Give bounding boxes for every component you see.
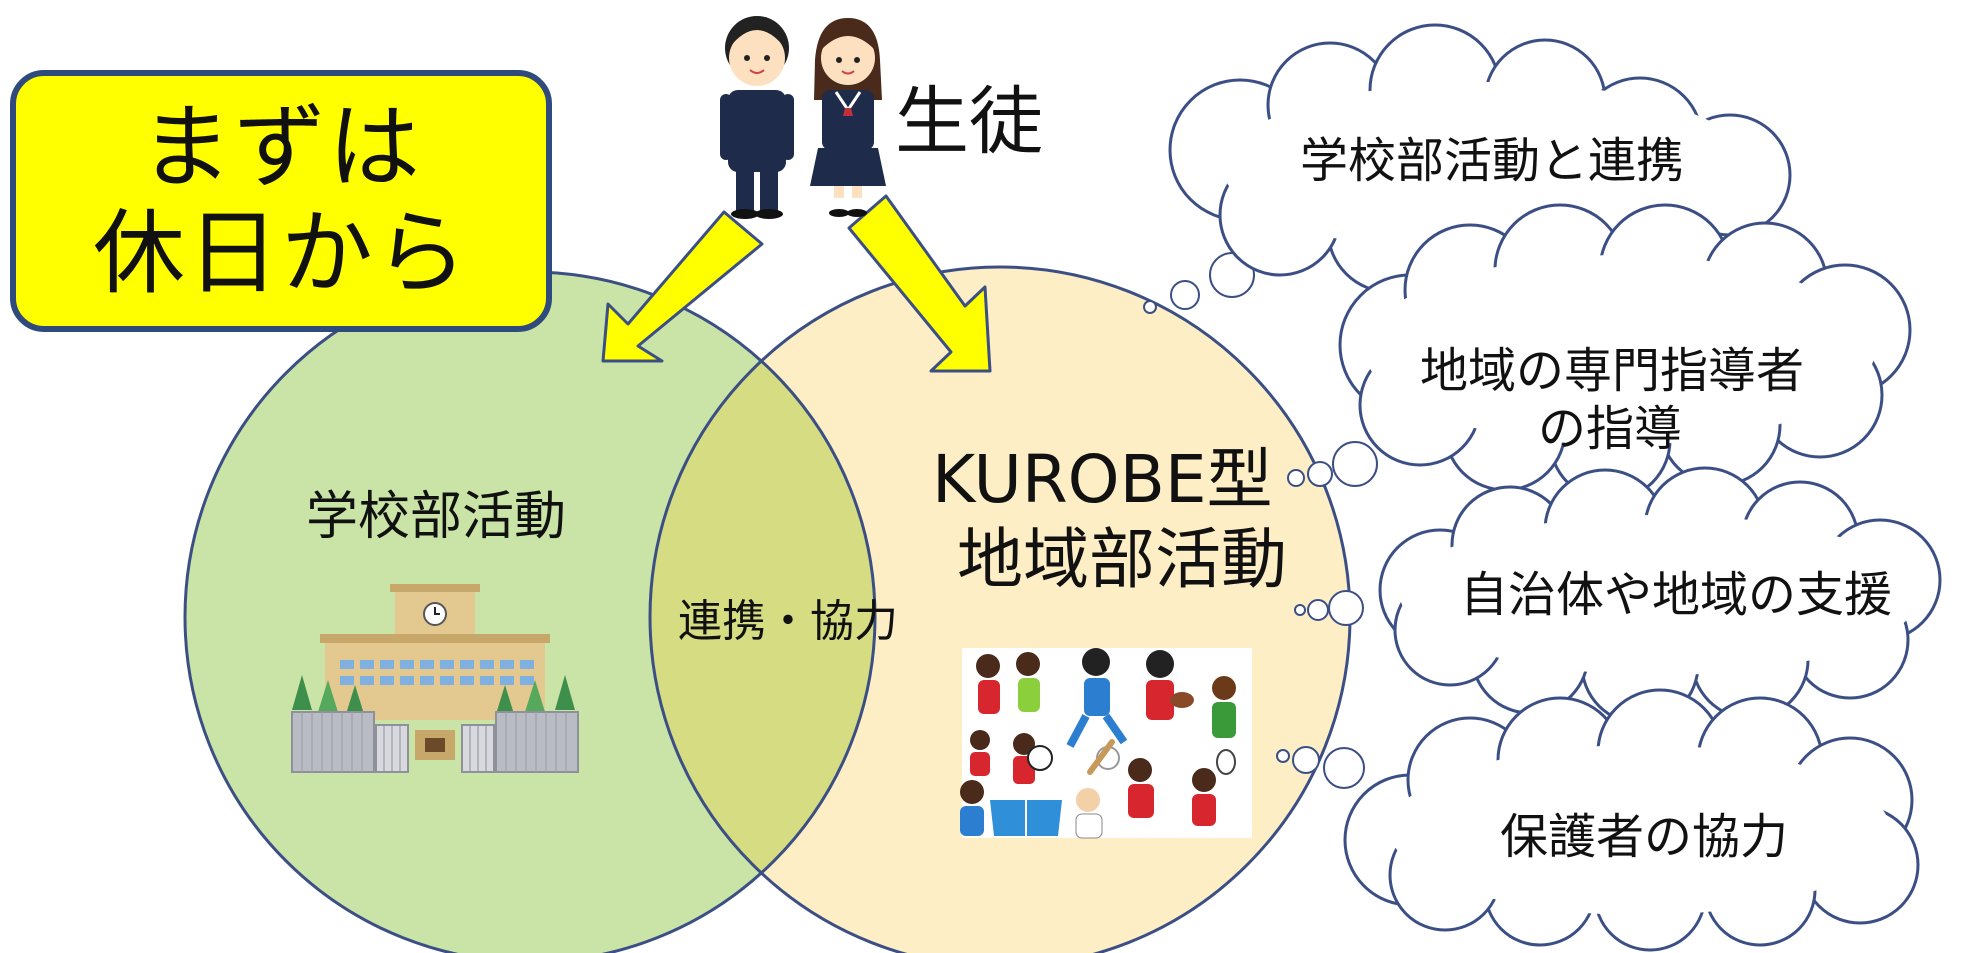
priority-callout: まずは 休日から — [10, 70, 552, 332]
cooperation-label: 連携・協力 — [678, 596, 898, 647]
arrow-to-community — [847, 194, 992, 373]
community-club-label: KUROBE型 地域部活動 — [932, 440, 1287, 600]
priority-line-2: 休日から — [92, 200, 469, 307]
community-club-line-2: 地域部活動 — [957, 521, 1287, 598]
cloud-4-text: 保護者の協力 — [1464, 808, 1824, 866]
school-club-label: 学校部活動 — [306, 487, 567, 547]
cloud-1-text: 学校部活動と連携 — [1300, 132, 1685, 190]
school-building-icon — [291, 584, 579, 773]
bubble-connector-2 — [1287, 441, 1378, 487]
cloud-4 — [1343, 688, 1920, 952]
sports-athletes-icon — [960, 648, 1252, 839]
students-label: 生徒 — [895, 79, 1043, 165]
priority-line-1: まずは — [139, 94, 422, 201]
bubble-connector-1 — [1143, 252, 1255, 314]
cloud-2-text: 地域の専門指導者 の指導 — [1420, 342, 1805, 458]
student-pair-icon — [720, 16, 886, 219]
cloud-4-line-1: 保護者の協力 — [1499, 809, 1788, 865]
cloud-3-text: 自治体や地域の支援 — [1460, 566, 1893, 624]
cloud-2-line-1: 地域の専門指導者 — [1420, 343, 1805, 399]
bubble-connector-3 — [1294, 590, 1364, 626]
cloud-2-line-2: の指導 — [1537, 401, 1682, 457]
cloud-3 — [1378, 466, 1942, 725]
arrow-to-school — [601, 210, 764, 363]
cloud-3-line-1: 自治体や地域の支援 — [1460, 567, 1893, 623]
cloud-2 — [1338, 203, 1912, 502]
community-club-line-1: KUROBE型 — [932, 441, 1273, 518]
overlap-region — [650, 272, 875, 953]
cloud-1-line-1: 学校部活動と連携 — [1300, 133, 1685, 189]
bubble-connector-4 — [1276, 746, 1365, 789]
